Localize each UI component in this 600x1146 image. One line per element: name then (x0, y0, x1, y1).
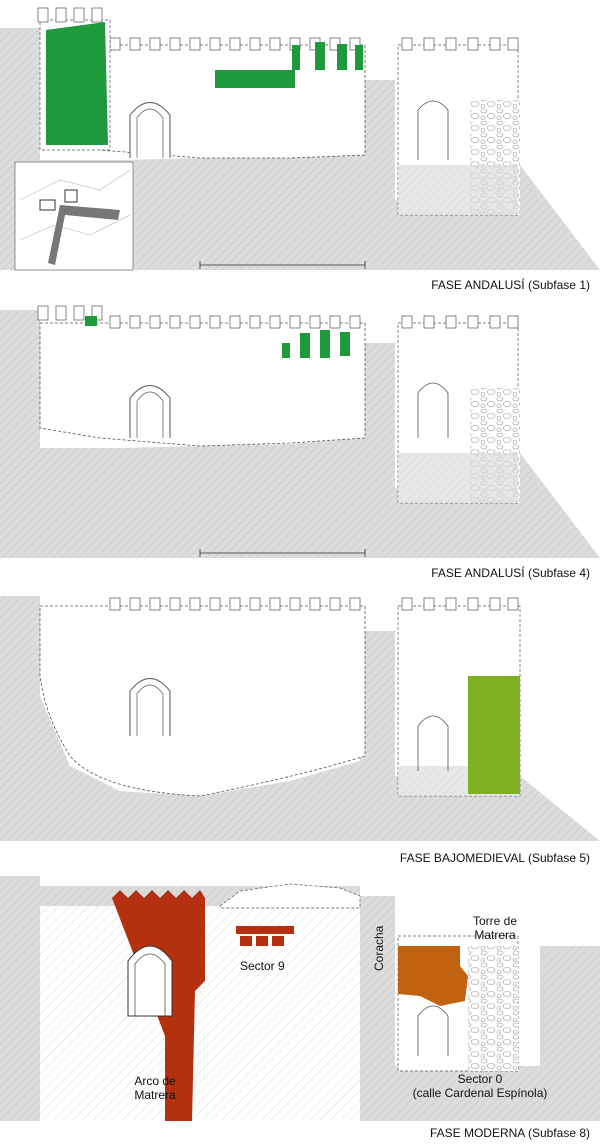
right-tower-merlons (401, 597, 519, 611)
upper-structure (219, 883, 361, 909)
curtain-wall (39, 322, 366, 447)
label-coracha: Coracha (372, 925, 386, 971)
merlons (37, 305, 361, 329)
label-sector-9: Sector 9 (240, 959, 285, 973)
right-tower-merlons (401, 37, 519, 51)
elevation-drawing (0, 305, 600, 558)
sector9-red-fill (236, 926, 294, 946)
right-tower (397, 322, 520, 504)
phase-caption: FASE ANDALUSÍ (Subfase 4) (431, 566, 590, 580)
scale-bar (199, 261, 366, 269)
phase-caption: FASE ANDALUSÍ (Subfase 1) (431, 278, 590, 292)
scale-bar (199, 549, 366, 557)
label-sector-0: Sector 0 (calle Cardenal Espínola) (412, 1072, 548, 1100)
andalusi-tower-fill (46, 22, 108, 145)
andalusi-fill-small (85, 316, 97, 326)
panel-subfase-4: FASE ANDALUSÍ (Subfase 4) (0, 288, 600, 583)
elevation-drawing (0, 7, 600, 271)
panel-subfase-5: FASE BAJOMEDIEVAL (Subfase 5) (0, 576, 600, 866)
andalusi-merlon-fill (215, 42, 363, 88)
elevation-drawing (0, 876, 600, 1121)
panel-subfase-1: FASE ANDALUSÍ (Subfase 1) (0, 0, 600, 295)
right-tower-merlons (401, 315, 519, 329)
merlons (109, 597, 361, 611)
phase-caption: FASE BAJOMEDIEVAL (Subfase 5) (399, 851, 590, 865)
torre-orange-fill (398, 946, 468, 1006)
label-arco-de-matrera: Arco de Matrera (134, 1074, 176, 1102)
curtain-wall (39, 605, 366, 797)
elevation-drawing (0, 596, 600, 841)
gate-arch (129, 385, 171, 438)
arco-arch-window (127, 945, 173, 1017)
label-torre-de-matrera: Torre de Matrera (472, 914, 518, 942)
gate-arch (129, 102, 171, 158)
phase-caption: FASE MODERNA (Subfase 8) (429, 1126, 590, 1140)
left-tower-merlons (37, 7, 103, 23)
location-inset-map (14, 161, 134, 271)
panel-subfase-8: Sector 9 Coracha Torre de Matrera Arco d… (0, 866, 600, 1146)
gate-arch (129, 678, 171, 736)
bajomedieval-fill (468, 676, 520, 794)
right-tower (397, 44, 520, 216)
andalusi-merlon-fill (282, 330, 350, 358)
